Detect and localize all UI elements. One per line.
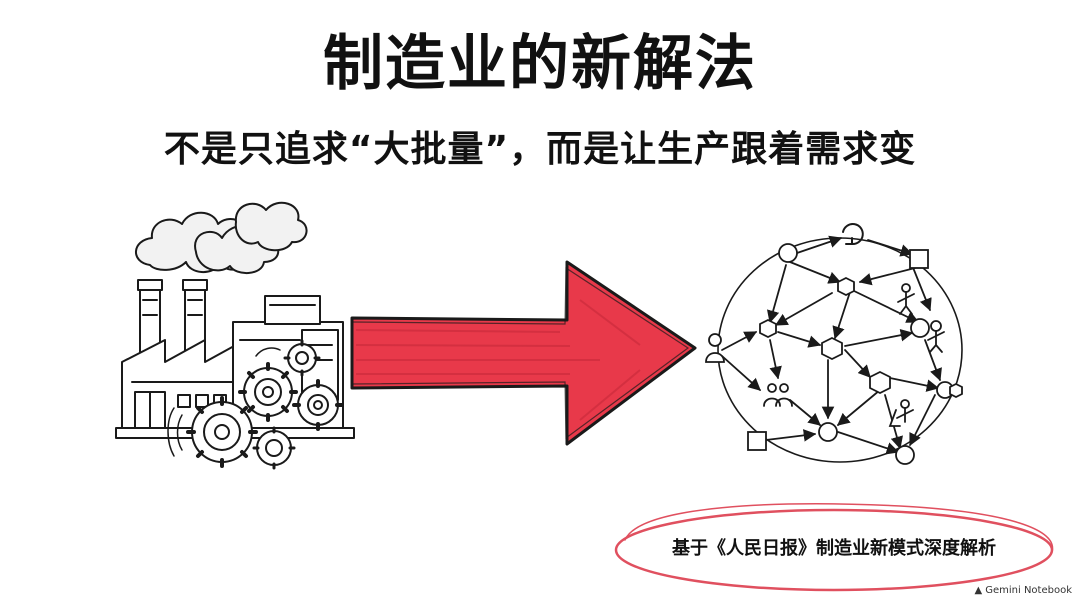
gears-icon	[186, 339, 344, 470]
notebook-logo-icon: ▲	[974, 584, 983, 596]
page-subtitle: 不是只追求“大批量”，而是让生产跟着需求变	[163, 129, 917, 170]
person-icon	[705, 283, 945, 427]
page-title: 制造业的新解法	[323, 29, 757, 99]
factory-icon	[115, 201, 355, 470]
source-note: 基于《人民日报》制造业新模式深度解析	[672, 538, 996, 559]
footer-ellipse	[614, 503, 1054, 592]
cycle-icon	[842, 223, 864, 246]
red-arrow-icon	[350, 260, 697, 446]
network-icon	[705, 223, 963, 465]
brand-label: Gemini Notebook	[985, 585, 1072, 596]
smoke-cloud-icon	[135, 201, 308, 274]
brand-mark: ▲ Gemini Notebook	[975, 585, 1072, 596]
